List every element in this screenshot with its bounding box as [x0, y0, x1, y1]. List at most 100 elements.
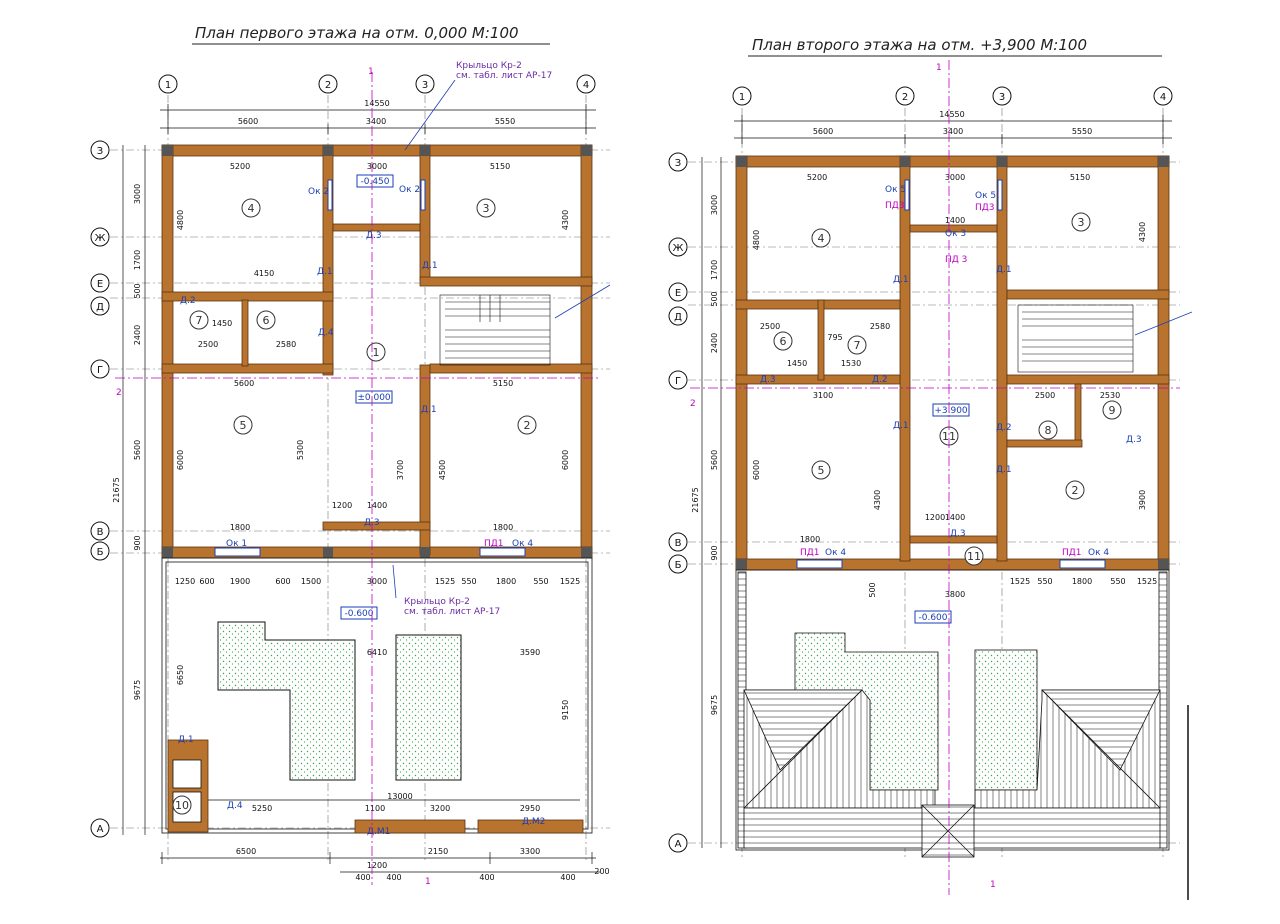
section-mark: 2 — [690, 399, 696, 409]
plan1-callouts: Крыльцо Кр-2 см. табл. лист АР-17 Крыльц… — [392, 61, 611, 617]
dimension-text: 400 — [386, 873, 401, 882]
dimension-text: 1530 — [841, 359, 861, 368]
opening-label: Д.М1 — [367, 827, 390, 837]
plan1-columns — [162, 145, 592, 558]
dimension-text: 1800 — [230, 523, 250, 532]
plan-first-floor: План первого этажа на отм. 0,000 М:100 1… — [90, 24, 611, 887]
dimension-text: 5150 — [490, 162, 510, 171]
dimension-text: 500 — [133, 283, 142, 298]
dimension-text: 2580 — [870, 322, 890, 331]
dimension-text: 1800 — [800, 535, 820, 544]
axis-label: А — [97, 824, 104, 835]
axis-label: Б — [675, 560, 682, 571]
axis-label: Д — [674, 312, 682, 323]
dimension-text: 3000 — [710, 195, 719, 215]
dimension-text: 1700 — [710, 260, 719, 280]
opening-label: ПД1 — [484, 539, 504, 549]
dimension-text: 2500 — [760, 322, 780, 331]
dimension-text: 6500 — [236, 847, 256, 856]
dimension-text: 1200 — [367, 861, 387, 870]
dimension-text: 5600 — [234, 379, 254, 388]
dimension-text: 1525 — [560, 577, 580, 586]
dimension-text: 900 — [133, 535, 142, 550]
dimension-text: 4300 — [873, 490, 882, 510]
opening-label: Д.1 — [422, 261, 438, 271]
plan1-walls — [161, 144, 593, 559]
dimension-text: 2500 — [198, 340, 218, 349]
dimension-text: 2150 — [428, 847, 448, 856]
room-number: 7 — [196, 314, 203, 327]
plan2-section-lines — [690, 60, 1180, 895]
dimension-text: 5150 — [1070, 173, 1090, 182]
plan2-columns — [736, 156, 1169, 570]
dimension-text: 3300 — [520, 847, 540, 856]
opening-label: Ок 1 — [226, 539, 247, 549]
plan1-left-dimensions — [122, 145, 146, 835]
axis-label: З — [97, 146, 103, 157]
plan1-axis-bubbles-top: 1 2 3 4 — [158, 74, 596, 94]
dimension-text: 550 — [533, 577, 548, 586]
dimension-text: 5300 — [296, 440, 305, 460]
dimension-text: 3100 — [813, 391, 833, 400]
level-mark: -0.450 — [360, 177, 389, 187]
dimension-text: 4300 — [1138, 222, 1147, 242]
dimension-text: 5600 — [813, 127, 833, 136]
axis-label: 4 — [1160, 92, 1166, 103]
opening-label: ПД 3 — [945, 255, 967, 265]
axis-label: 3 — [422, 80, 428, 91]
axis-label: 1 — [165, 80, 171, 91]
plan1-planters — [217, 621, 462, 781]
level-mark: -0.600 — [918, 613, 947, 623]
plan1-inner-dimensions: 5200 3000 5150 4800 4300 5600 5150 6000 … — [175, 162, 580, 813]
dimension-text: 4500 — [438, 460, 447, 480]
dimension-text: 6000 — [561, 450, 570, 470]
dimension-text: 6650 — [176, 665, 185, 685]
room-number: 2 — [1072, 484, 1079, 497]
dimension-text: 550 — [1110, 577, 1125, 586]
axis-label: Г — [97, 365, 103, 376]
level-mark: +3.900 — [934, 406, 968, 416]
dimension-text: 795 — [827, 333, 842, 342]
section-mark: 1 — [936, 63, 942, 73]
plan2-axis-bubbles-left: З Ж Е Д Г В Б А — [668, 152, 688, 853]
opening-label: Д.3 — [366, 231, 382, 241]
plan1-bottom-dimensions — [160, 852, 600, 873]
dimension-text: 1100 — [365, 804, 385, 813]
opening-label: Ок 2 — [308, 187, 329, 197]
plan1-axis-bubbles-left: З Ж Е Д Г В Б А — [90, 140, 110, 838]
dimension-text: 1500 — [301, 577, 321, 586]
dimension-text: 600 — [275, 577, 290, 586]
opening-label: ПД1 — [1062, 548, 1082, 558]
opening-label: Д.2 — [996, 423, 1012, 433]
axis-label: Е — [97, 279, 103, 290]
dimension-text: 3800 — [945, 590, 965, 599]
axis-label: В — [675, 538, 682, 549]
plan1-title: План первого этажа на отм. 0,000 М:100 — [195, 24, 519, 42]
dimension-text: 2400 — [133, 325, 142, 345]
plan2-left-dimensions — [701, 157, 722, 848]
plan2-title: План второго этажа на отм. +3,900 М:100 — [752, 36, 1087, 54]
plan2-windows — [796, 179, 1106, 569]
dimension-text: 2530 — [1100, 391, 1120, 400]
dimension-text: 5550 — [495, 117, 515, 126]
dimension-text: 6000 — [752, 460, 761, 480]
room-number: 1 — [373, 346, 380, 359]
room-number: 2 — [524, 419, 531, 432]
dimension-text: 3000 — [133, 184, 142, 204]
plan2-terrace — [735, 569, 1189, 900]
dimension-text: 5150 — [493, 379, 513, 388]
opening-label: Д.1 — [893, 421, 909, 431]
plan2-levels: +3.900 -0.600 — [914, 403, 970, 624]
dimension-text: 5600 — [238, 117, 258, 126]
overall-dimension: 14550 — [364, 99, 389, 108]
dimension-text: 1450 — [212, 319, 232, 328]
plan1-section-lines — [115, 72, 600, 885]
opening-label: ПД3 — [975, 203, 995, 213]
dimension-text: 5600 — [133, 440, 142, 460]
opening-label: Ок 2 — [399, 185, 420, 195]
dimension-text: 600 — [199, 577, 214, 586]
room-number: 11 — [942, 430, 956, 443]
opening-label: Д.1 — [893, 275, 909, 285]
plan1-windows — [214, 179, 526, 557]
